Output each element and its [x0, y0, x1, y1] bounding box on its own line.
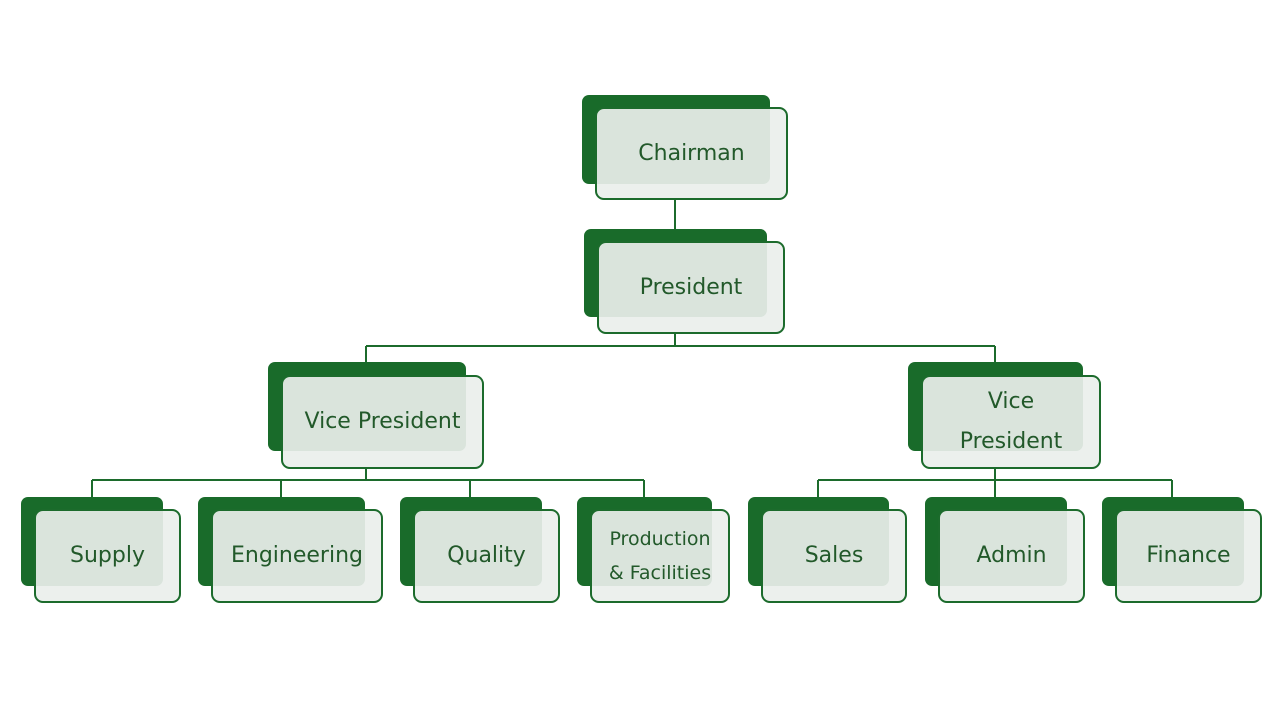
finance-node-card: Finance: [1115, 509, 1262, 603]
supply-node: Supply: [21, 497, 181, 603]
quality-node: Quality: [400, 497, 560, 603]
admin-label: Admin: [976, 543, 1047, 568]
production-facilities-node-card: Production & Facilities: [590, 509, 730, 603]
supply-label: Supply: [70, 543, 145, 568]
engineering-node: Engineering: [198, 497, 383, 603]
sales-node-card: Sales: [761, 509, 907, 603]
quality-label: Quality: [447, 543, 526, 568]
vice-president-left-node-card: Vice President: [281, 375, 484, 469]
president-node: President: [584, 229, 785, 334]
finance-node: Finance: [1102, 497, 1262, 603]
sales-label: Sales: [804, 543, 864, 568]
vice-president-left-label: Vice President: [304, 409, 461, 434]
chairman-node-card: Chairman: [595, 107, 788, 200]
engineering-node-card: Engineering: [211, 509, 383, 603]
vice-president-right-node: Vice President: [908, 362, 1101, 469]
admin-node-card: Admin: [938, 509, 1085, 603]
sales-node: Sales: [748, 497, 907, 603]
vice-president-right-label: Vice President: [959, 389, 1063, 454]
engineering-label: Engineering: [231, 543, 363, 568]
vice-president-left-node: Vice President: [268, 362, 484, 469]
chairman-label: Chairman: [638, 140, 745, 166]
vice-president-right-node-card: Vice President: [921, 375, 1101, 469]
chairman-node: Chairman: [582, 95, 788, 200]
production-facilities-label: Production & Facilities: [608, 528, 712, 584]
finance-label: Finance: [1146, 543, 1231, 568]
president-node-card: President: [597, 241, 785, 334]
supply-node-card: Supply: [34, 509, 181, 603]
quality-node-card: Quality: [413, 509, 560, 603]
admin-node: Admin: [925, 497, 1085, 603]
president-label: President: [639, 274, 743, 300]
production-facilities-node: Production & Facilities: [577, 497, 730, 603]
